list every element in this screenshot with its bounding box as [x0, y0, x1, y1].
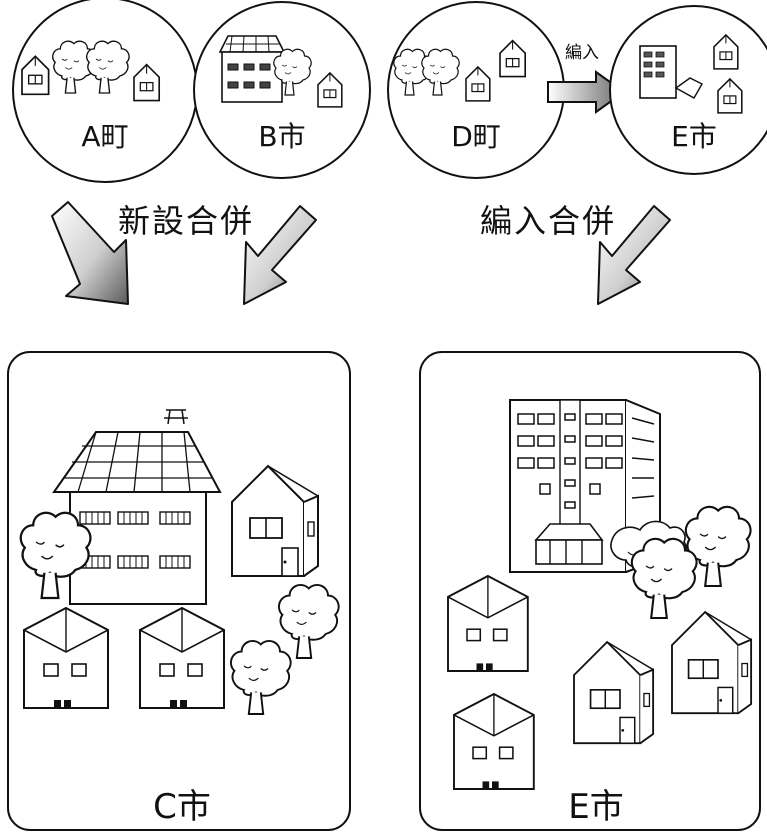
annex-arrow: 編入: [547, 43, 626, 114]
city-b-label: B市: [258, 120, 305, 153]
city-c-panel: C市: [7, 351, 351, 831]
town-a-label: A町: [81, 120, 128, 153]
absorb-merger-title: 編入合併: [480, 202, 616, 240]
new-merger-title: 新設合併: [118, 202, 254, 240]
apartment-icon: [218, 35, 286, 103]
building-icon: [639, 45, 703, 99]
down-left-arrow: [243, 205, 317, 305]
annex-label: 編入: [565, 43, 599, 63]
town-a-circle: A町: [12, 0, 198, 183]
down-right-arrow: [51, 201, 129, 305]
city-b-circle: B市: [193, 1, 371, 179]
house-icon: [23, 607, 109, 709]
city-e-label: E市: [671, 120, 717, 153]
town-d-label: D町: [451, 120, 501, 153]
house-icon: [453, 693, 535, 790]
house-icon: [139, 607, 225, 709]
house-icon: [447, 575, 529, 672]
city-e-circle: E市: [609, 5, 767, 175]
down-left-arrow: [597, 205, 671, 305]
highrise-building: [509, 399, 661, 573]
town-d-circle: D町: [387, 1, 565, 179]
city-e-result-label: E市: [568, 787, 623, 827]
city-c-label: C市: [153, 787, 211, 827]
city-e-panel: E市: [419, 351, 761, 831]
apartment-building: [52, 409, 222, 605]
